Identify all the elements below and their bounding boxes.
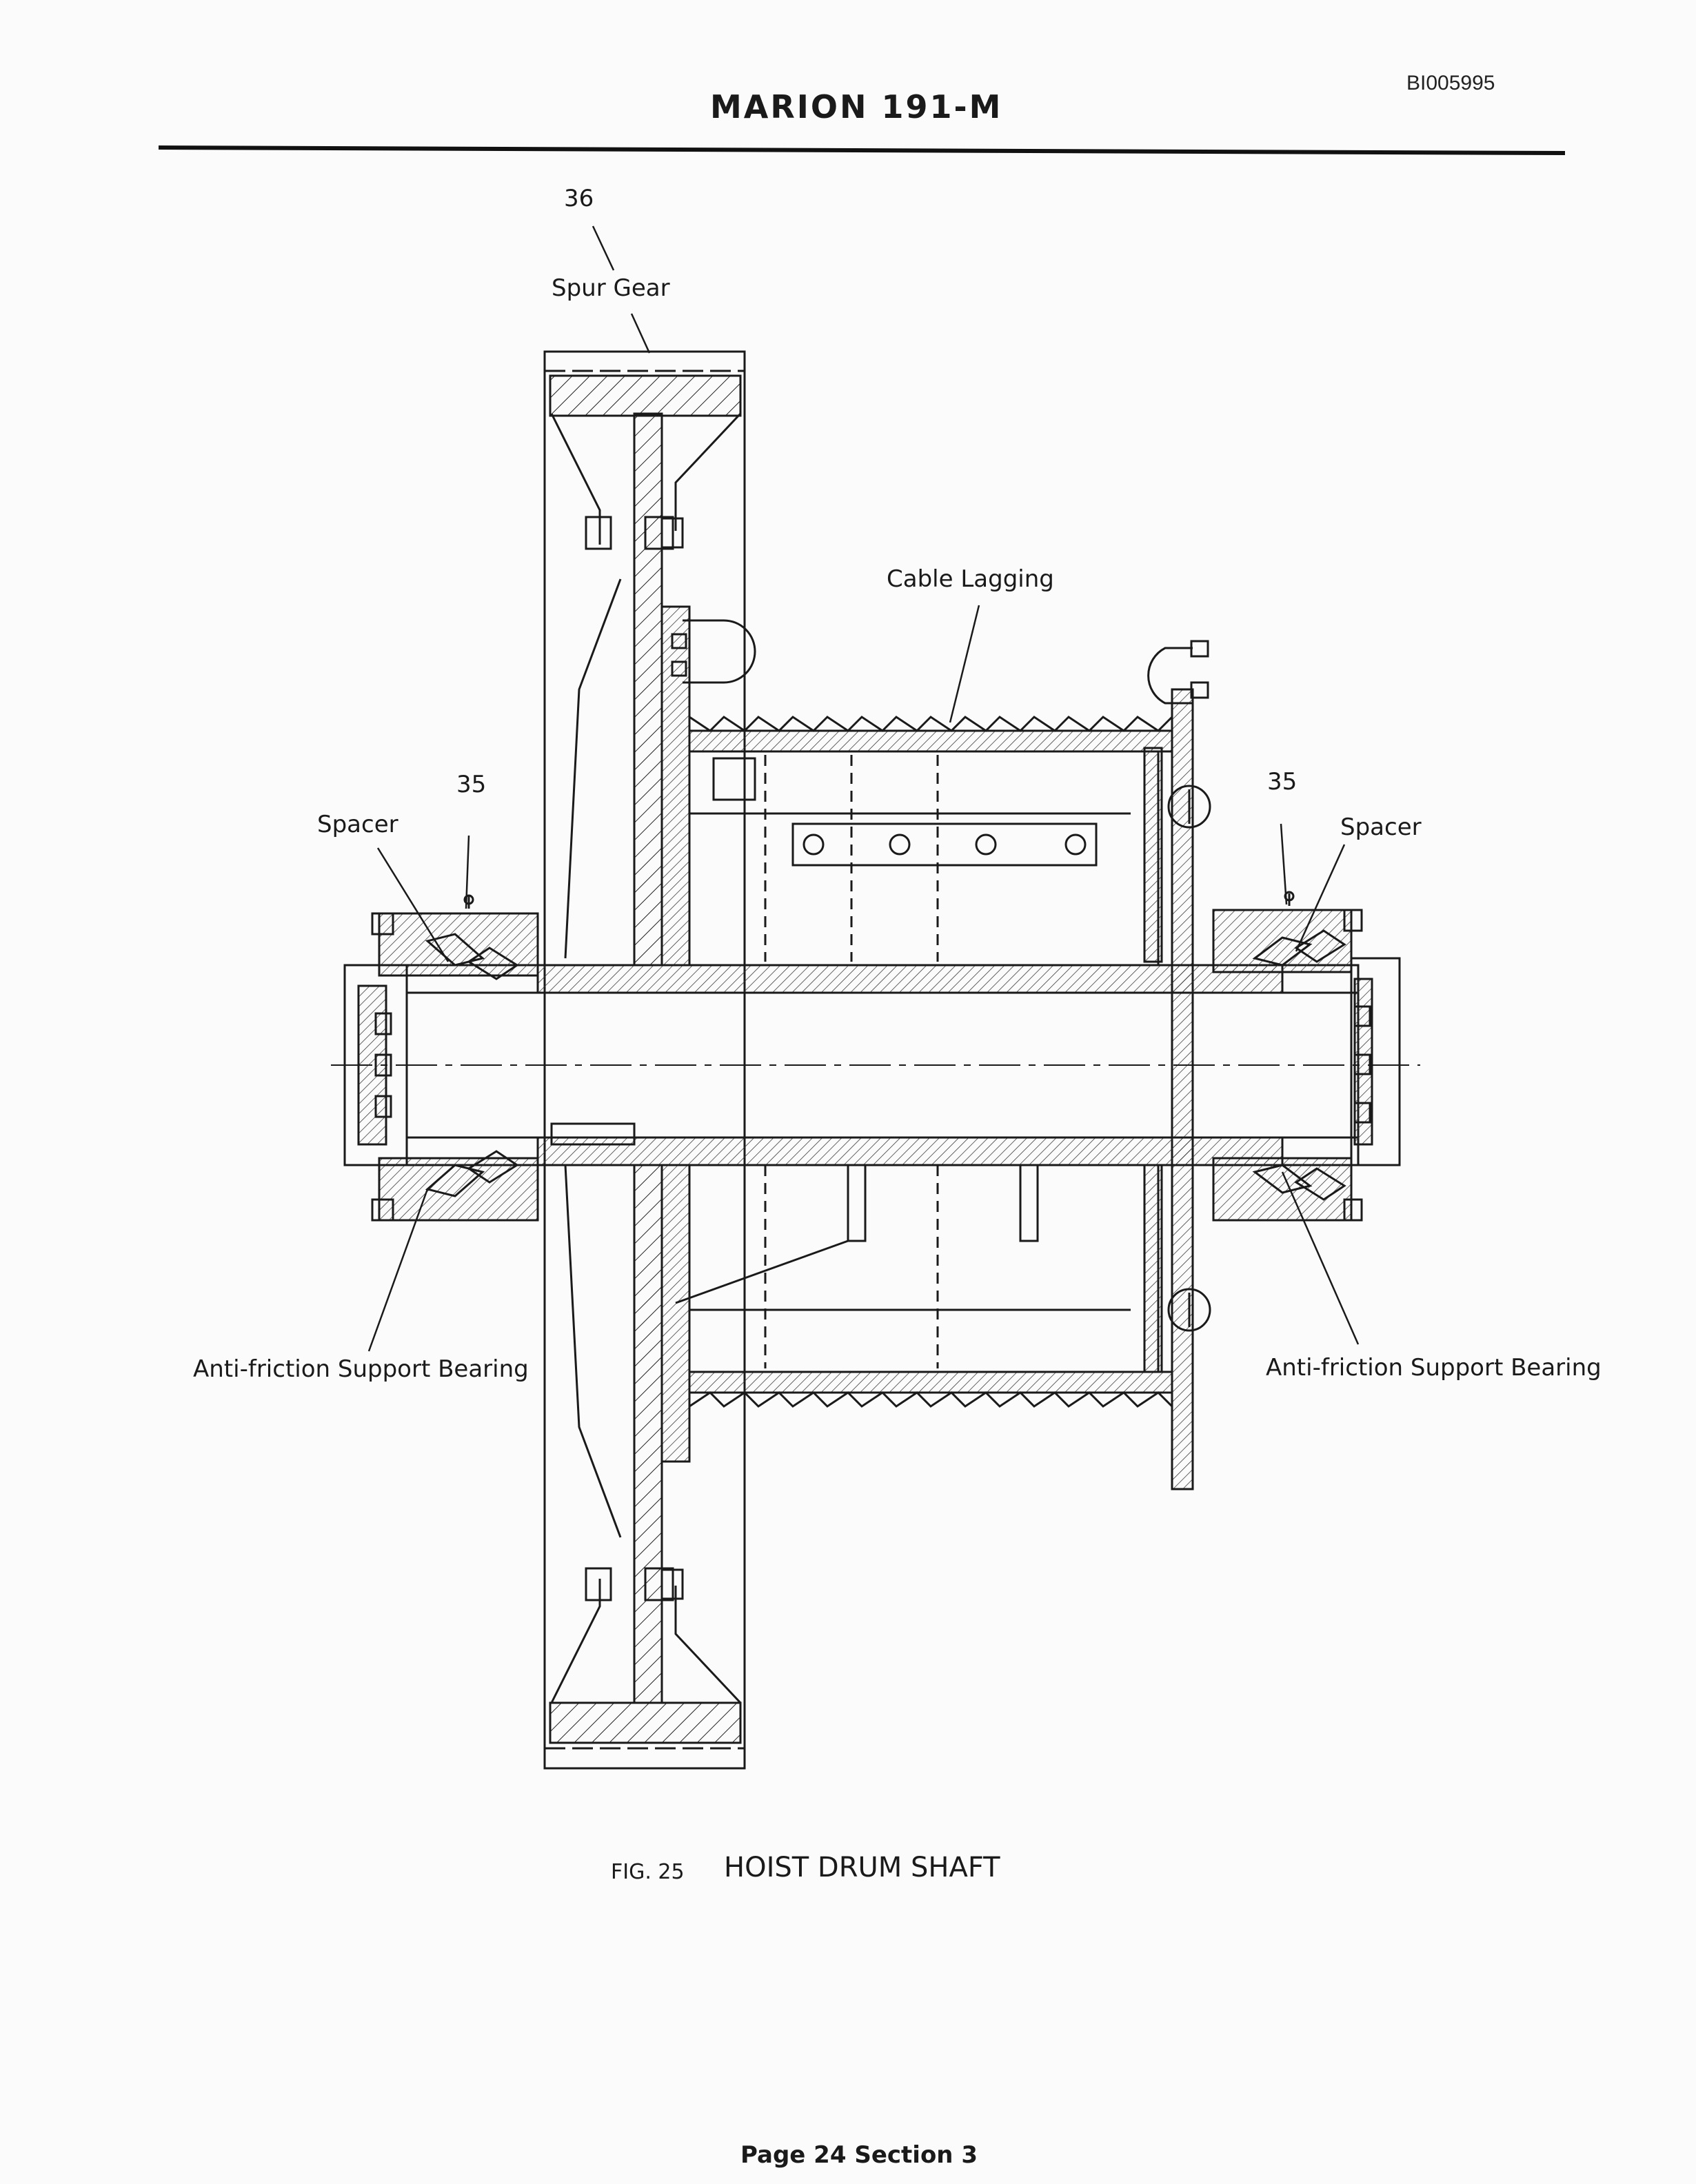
right-bearing xyxy=(1212,891,1401,1222)
label-cable-lagging: Cable Lagging xyxy=(887,565,1054,593)
label-left-spacer: Spacer xyxy=(317,811,398,838)
cable-drum xyxy=(675,640,1211,1490)
callout-left-spacer-number: 35 xyxy=(456,771,487,798)
label-right-spacer: Spacer xyxy=(1340,813,1422,841)
document-id: BI005995 xyxy=(1406,72,1495,94)
header-rule xyxy=(158,145,1566,155)
page-footer: Page 24 Section 3 xyxy=(740,2141,978,2169)
callout-right-spacer-number: 35 xyxy=(1267,768,1298,796)
leader-lines xyxy=(367,225,1360,1352)
label-spur-gear: Spur Gear xyxy=(552,274,670,302)
callout-spur-gear-number: 36 xyxy=(564,185,594,212)
spur-gear xyxy=(543,350,756,1770)
label-left-support-bearing: Anti-friction Support Bearing xyxy=(193,1355,529,1383)
header-title: MARION 191-M xyxy=(710,88,1003,125)
figure-title: HOIST DRUM SHAFT xyxy=(724,1852,1000,1883)
shaft xyxy=(331,964,1420,1166)
left-bearing xyxy=(343,894,539,1222)
label-right-support-bearing: Anti-friction Support Bearing xyxy=(1266,1354,1602,1382)
figure-number: FIG. 25 xyxy=(611,1860,685,1884)
